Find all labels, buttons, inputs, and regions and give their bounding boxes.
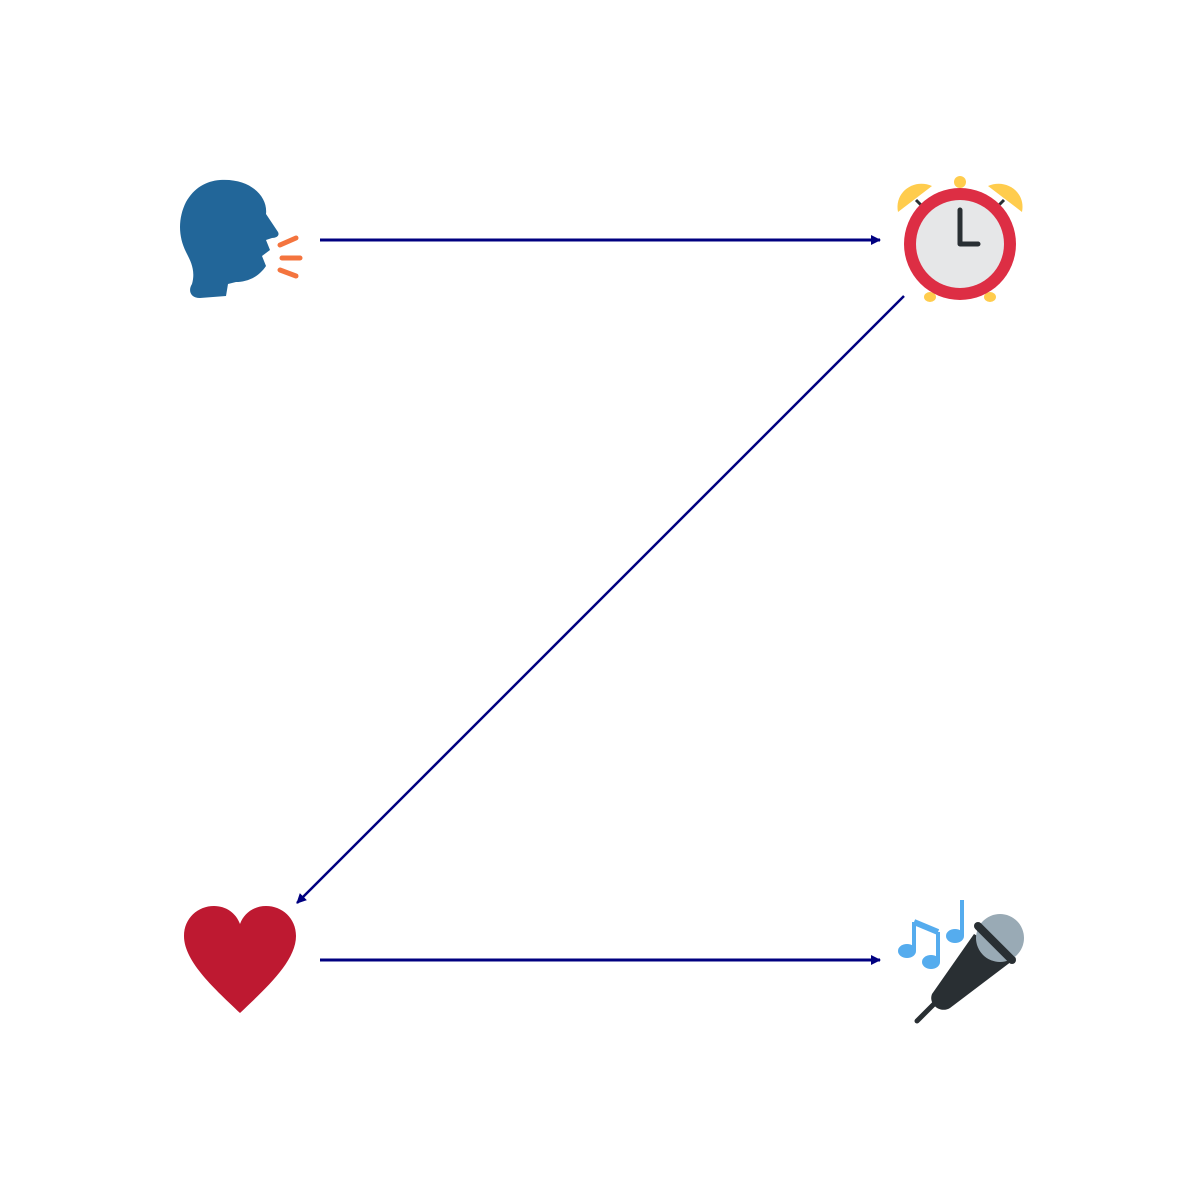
edge-alarm-clock-to-heart — [296, 295, 905, 904]
node-heart — [184, 906, 296, 1013]
red-heart-icon — [184, 906, 296, 1013]
karaoke-microphone-icon — [898, 900, 1024, 1024]
speaking-head-icon — [180, 179, 303, 298]
music-notes-icon — [898, 900, 964, 969]
alarm-clock-icon — [897, 176, 1023, 302]
node-speaking-head — [180, 179, 303, 298]
node-microphone — [898, 900, 1024, 1024]
node-alarm-clock — [897, 176, 1023, 302]
edges — [296, 235, 905, 965]
